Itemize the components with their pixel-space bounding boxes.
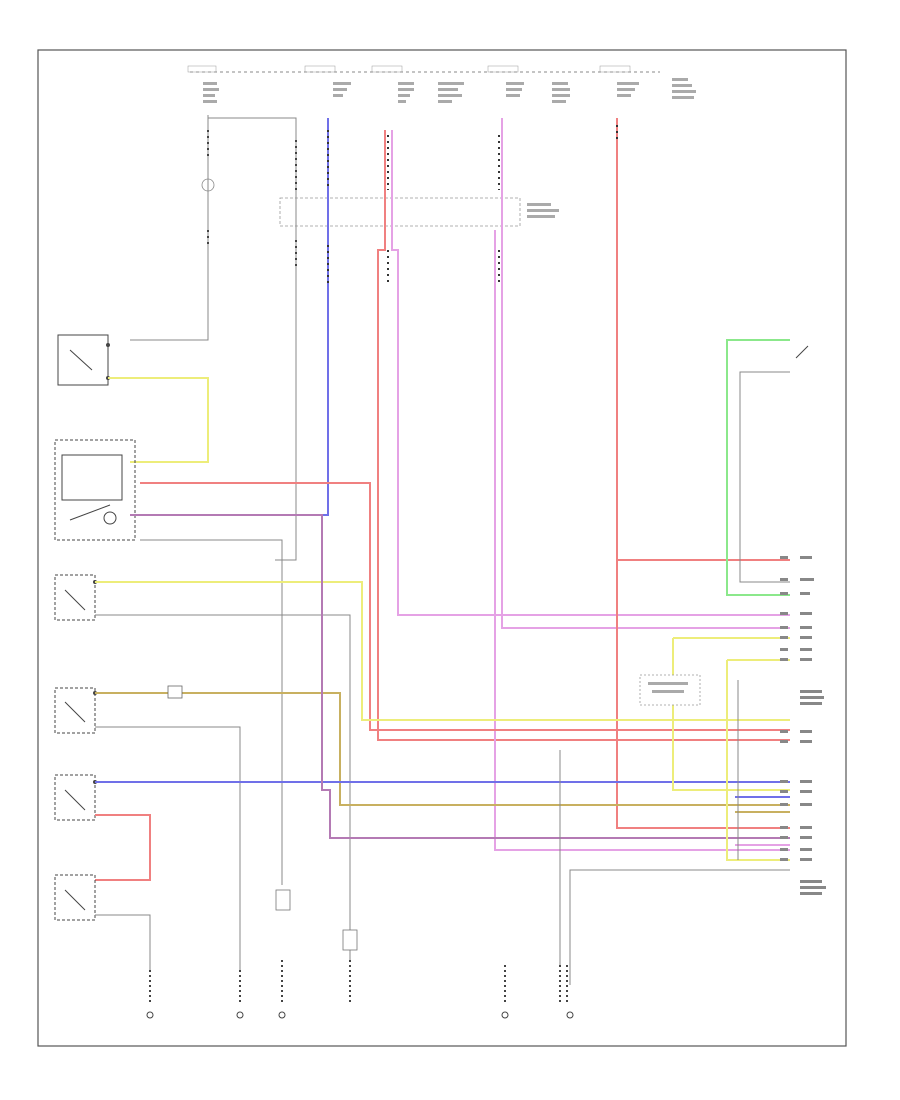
- ground-5: [501, 965, 509, 1019]
- wire-blue: [140, 118, 329, 516]
- buckle-switch-lh: [54, 685, 790, 970]
- connector-j1: [275, 889, 291, 911]
- junction-block-label: [527, 203, 559, 218]
- combination-meter: [54, 439, 136, 541]
- seat-belt-warning-sensor: [54, 774, 790, 881]
- ground-2: [236, 970, 244, 1019]
- wire-red-meter: [140, 482, 790, 731]
- wire-pink-right: [494, 118, 790, 851]
- ground-symbols: [146, 960, 574, 1019]
- door-lock-relay: [57, 334, 209, 463]
- wire-red-right: [616, 118, 790, 829]
- diagram-frame: [37, 49, 847, 1047]
- buckle-switch-front: [54, 574, 790, 960]
- wire-grey-meter: [140, 539, 283, 885]
- wire-red-pink: [377, 130, 790, 741]
- fuse-label-blocks: [203, 78, 696, 103]
- fuse-strip: [187, 65, 696, 103]
- wire-left-grey: [130, 115, 297, 561]
- connector-j2: [342, 929, 358, 951]
- airbag-sensor-assembly: [639, 674, 701, 706]
- ground-6: [559, 965, 574, 1019]
- front-sensor: [54, 874, 151, 970]
- ground-3: [278, 960, 286, 1019]
- junction-block: [279, 197, 521, 227]
- wire-purple: [130, 514, 790, 839]
- wire-green: [726, 339, 809, 596]
- ground-1: [146, 970, 154, 1019]
- right-bus-lines: [569, 637, 790, 985]
- connector-pins: [780, 556, 826, 895]
